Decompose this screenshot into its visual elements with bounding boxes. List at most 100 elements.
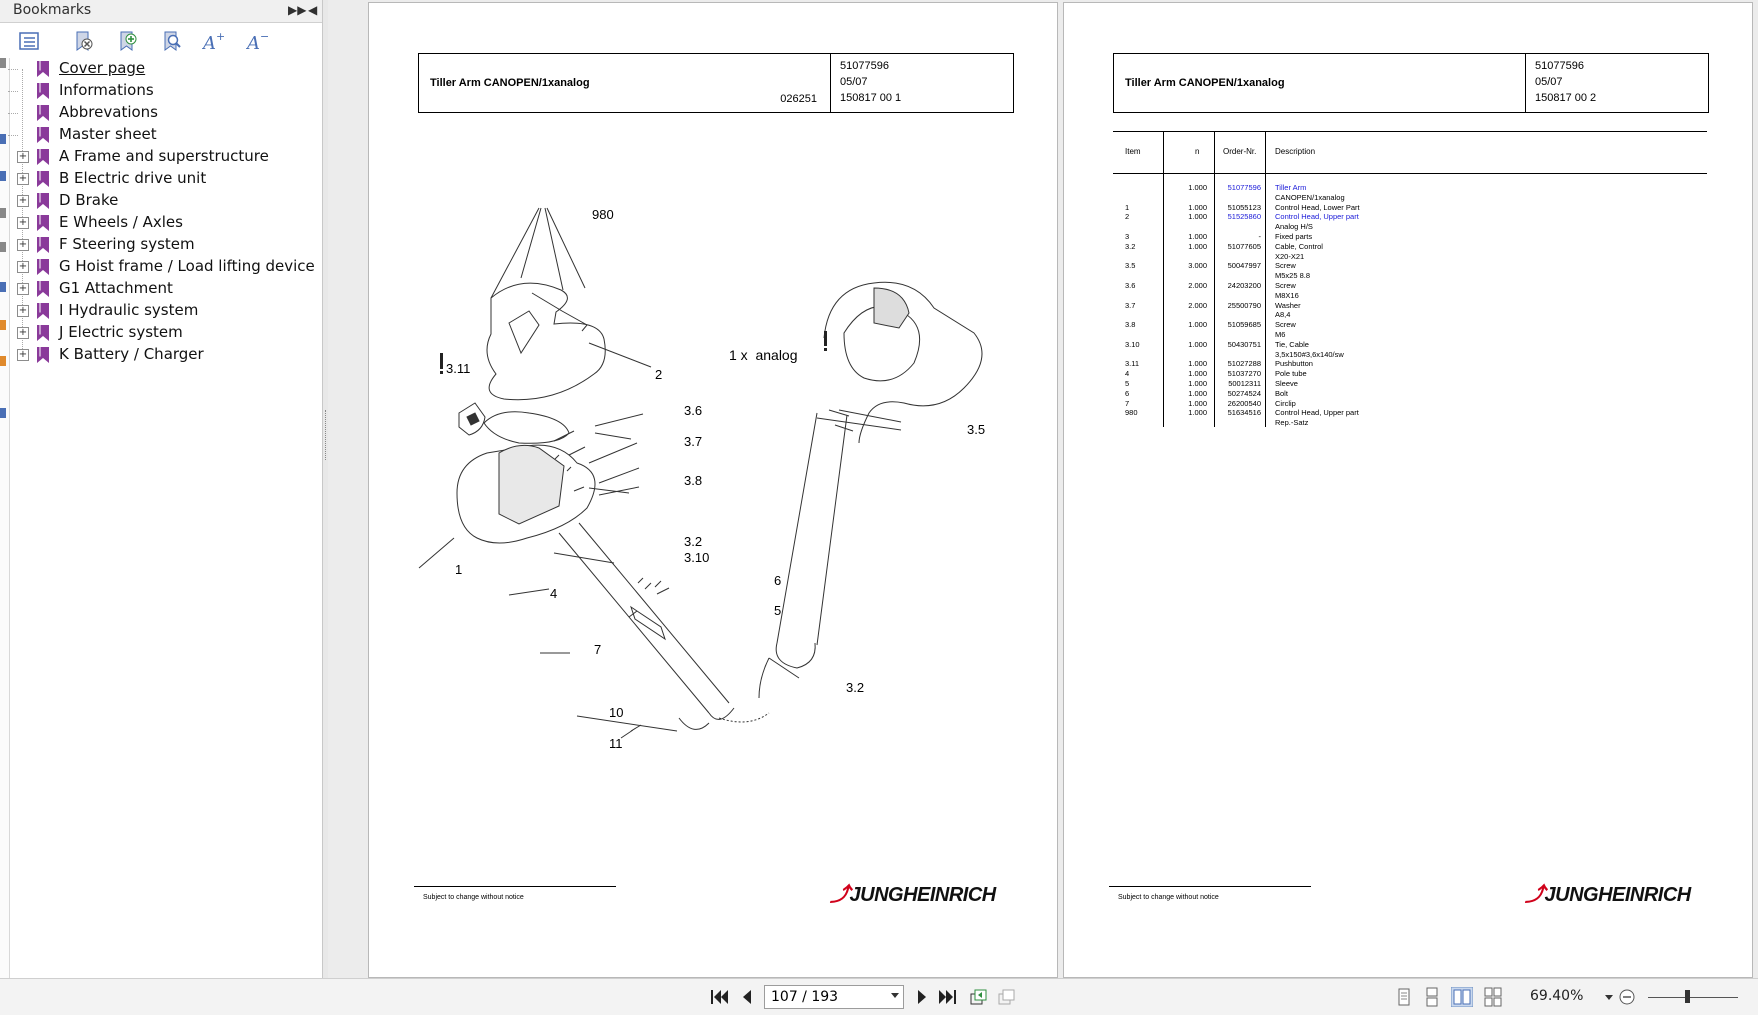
bookmark-item[interactable]: +D Brake	[14, 190, 314, 212]
find-bookmark-icon[interactable]	[160, 30, 182, 52]
zoom-slider[interactable]	[1648, 997, 1738, 998]
strip-tab-icon[interactable]	[0, 408, 6, 418]
cell-quantity: 1.000	[1188, 359, 1207, 369]
zoom-dropdown-icon[interactable]	[1604, 994, 1614, 1002]
page-number-input[interactable]: 107 / 193	[764, 985, 904, 1009]
bookmark-item[interactable]: Cover page	[8, 58, 314, 80]
jungheinrich-logo: ⤴JUNGHEINRICH	[1525, 878, 1691, 907]
previous-page-icon[interactable]	[737, 988, 757, 1006]
expand-icon[interactable]: +	[17, 327, 29, 339]
cell-description: 3,5x150#3,6x140/sw	[1275, 349, 1344, 359]
pdf-page-right: Tiller Arm CANOPEN/1xanalog 51077596 05/…	[1063, 2, 1753, 978]
continuous-view-icon[interactable]	[1421, 987, 1443, 1007]
bookmark-item[interactable]: + E Wheels / Axles	[14, 212, 314, 234]
expand-icon[interactable]: +	[17, 261, 29, 273]
strip-tab-icon[interactable]	[0, 320, 6, 330]
bookmark-item[interactable]: +G Hoist frame / Load lifting device	[14, 256, 315, 278]
cell-description[interactable]: Control Head, Upper part	[1275, 212, 1359, 222]
increase-font-icon[interactable]: A+	[202, 30, 224, 52]
add-bookmark-icon[interactable]	[116, 30, 138, 52]
callout-label: 3.10	[684, 550, 710, 565]
cell-order-number: 51027288	[1227, 359, 1261, 369]
cell-quantity: 2.000	[1188, 300, 1207, 310]
bookmark-item[interactable]: +J Electric system	[14, 322, 314, 344]
cell-quantity: 1.000	[1188, 388, 1207, 398]
bookmark-icon	[37, 303, 49, 319]
expand-icon[interactable]: +	[17, 283, 29, 295]
decrease-font-icon[interactable]: A−	[246, 30, 268, 52]
bookmark-item[interactable]: Abbrevations	[8, 102, 314, 124]
cell-quantity: 1.000	[1188, 339, 1207, 349]
expand-icon[interactable]: +	[17, 239, 29, 251]
expand-icon[interactable]: +	[17, 305, 29, 317]
cell-description[interactable]: Tiller Arm	[1275, 183, 1307, 192]
tree-connector	[8, 69, 18, 70]
cell-order-number: 51059685	[1227, 320, 1261, 330]
column-header-description: Description	[1275, 147, 1316, 156]
cell-order-number[interactable]: 51525860	[1227, 212, 1261, 222]
facing-pages-view-icon[interactable]	[1451, 987, 1473, 1007]
bookmark-item[interactable]: +F Steering system	[14, 234, 314, 256]
bookmark-item[interactable]: +A Frame and superstructure	[14, 146, 314, 168]
bookmark-icon	[37, 215, 49, 231]
bookmark-label: E Wheels / Axles	[59, 213, 183, 231]
exploded-view-drawing	[418, 207, 983, 739]
zoom-level[interactable]: 69.40%	[1530, 988, 1584, 1004]
bookmark-item[interactable]: +I Hydraulic system	[14, 300, 314, 322]
bookmark-item[interactable]: +G1 Attachment	[14, 278, 314, 300]
callout-label: 7	[594, 642, 602, 657]
next-view-icon[interactable]	[996, 988, 1016, 1006]
delete-bookmark-icon[interactable]	[72, 30, 94, 52]
cell-quantity: 1.000	[1188, 398, 1207, 408]
cell-order-number: 51037270	[1227, 369, 1261, 379]
callout-label: 3.8	[684, 473, 703, 488]
collapse-panel-icon[interactable]: ◀	[308, 3, 318, 17]
bookmarks-header: Bookmarks ▶▶ ◀	[0, 0, 322, 23]
bookmark-options-icon[interactable]	[18, 30, 40, 52]
strip-tab-icon[interactable]	[0, 171, 6, 181]
bookmark-item[interactable]: +K Battery / Charger	[14, 344, 314, 366]
expand-icon[interactable]: +	[17, 151, 29, 163]
expand-icon[interactable]: +	[17, 173, 29, 185]
cell-description: Rep.-Satz	[1275, 418, 1309, 428]
column-header-item: Item	[1125, 147, 1141, 156]
cell-order-number: 50047997	[1227, 261, 1261, 271]
bookmark-item[interactable]: +B Electric drive unit	[14, 168, 314, 190]
bookmark-item[interactable]: Informations	[8, 80, 314, 102]
last-page-icon[interactable]	[938, 988, 958, 1006]
bookmarks-title: Bookmarks	[13, 2, 92, 18]
expand-panel-icon[interactable]: ▶▶	[288, 3, 307, 17]
cell-description: Cable, Control	[1275, 241, 1323, 251]
revision-date: 05/07	[1535, 76, 1563, 88]
expand-icon[interactable]: +	[17, 217, 29, 229]
expand-icon[interactable]: +	[17, 195, 29, 207]
footer-rule	[1109, 886, 1311, 887]
first-page-icon[interactable]	[709, 988, 729, 1006]
zoom-out-icon[interactable]	[1618, 988, 1636, 1006]
strip-tab-icon[interactable]	[0, 208, 6, 218]
strip-tab-icon[interactable]	[0, 58, 6, 68]
next-page-icon[interactable]	[912, 988, 932, 1006]
strip-tab-icon[interactable]	[0, 242, 6, 252]
continuous-facing-view-icon[interactable]	[1482, 987, 1504, 1007]
strip-tab-icon[interactable]	[0, 134, 6, 144]
zoom-slider-thumb[interactable]	[1685, 990, 1690, 1003]
cell-order-number: -	[1258, 232, 1262, 241]
expand-icon[interactable]: +	[17, 349, 29, 361]
cell-quantity: 1.000	[1188, 408, 1207, 418]
previous-view-icon[interactable]	[968, 988, 988, 1006]
logo-text: JUNGHEINRICH	[1544, 884, 1692, 906]
single-page-view-icon[interactable]	[1393, 987, 1415, 1007]
callout-label: 5	[774, 603, 782, 618]
column-header-n: n	[1195, 147, 1200, 156]
chevron-down-icon[interactable]	[891, 993, 899, 998]
strip-tab-icon[interactable]	[0, 282, 6, 292]
bookmark-item[interactable]: Master sheet	[8, 124, 314, 146]
part-number: 51077596	[840, 60, 889, 72]
tree-guide-line	[22, 69, 23, 355]
splitter-grip[interactable]	[325, 410, 327, 460]
cell-item: 3.8	[1125, 320, 1136, 330]
panel-splitter[interactable]	[323, 0, 328, 978]
cell-order-number[interactable]: 51077596	[1227, 183, 1261, 192]
strip-tab-icon[interactable]	[0, 356, 6, 366]
